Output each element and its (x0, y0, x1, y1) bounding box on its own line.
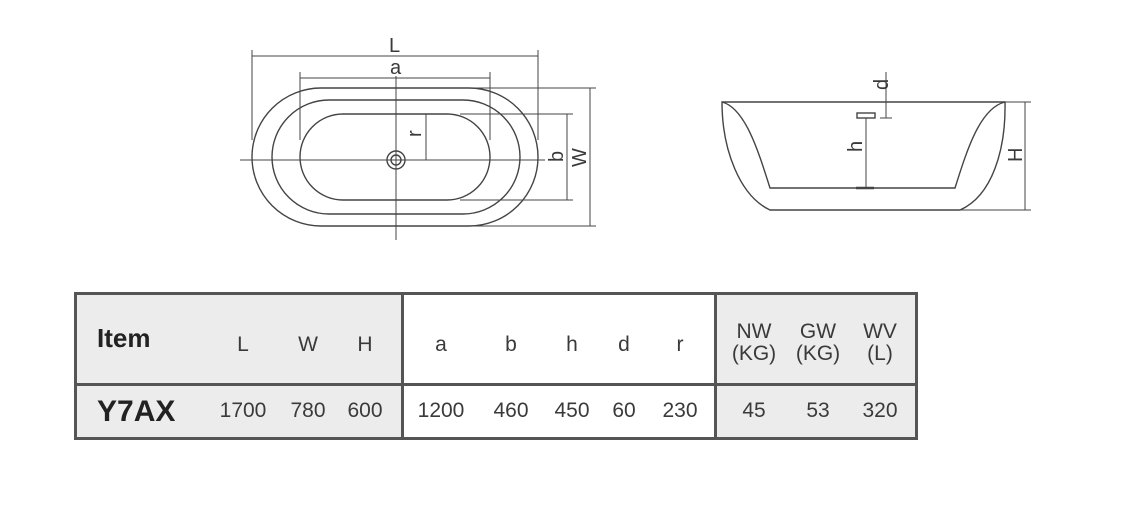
row-H: 600 (347, 399, 383, 423)
outer-rim-outline (251, 87, 539, 227)
dim-label-a: a (390, 57, 402, 79)
row-r: 230 (662, 399, 698, 423)
overflow-fitting (856, 112, 876, 119)
technical-drawings: L a r b W d h H (240, 35, 1031, 240)
header-nw-line1: NW (736, 319, 772, 343)
top-view-drawing (251, 87, 539, 227)
dim-label-h: h (845, 141, 867, 152)
row-model: Y7AX (97, 394, 176, 428)
basin-outline (299, 113, 491, 201)
dim-label-L: L (389, 35, 400, 57)
header-H: H (357, 332, 373, 356)
row-gw: 53 (806, 399, 830, 423)
side-view-drawing (721, 101, 1006, 211)
header-a: a (435, 332, 447, 356)
row-W: 780 (290, 399, 326, 423)
header-r: r (676, 332, 684, 356)
dim-label-W: W (569, 148, 591, 167)
header-gw: GW (KG) (785, 311, 851, 375)
header-item: Item (97, 323, 151, 354)
header-h: h (566, 332, 578, 356)
header-b: b (505, 332, 517, 356)
header-W: W (298, 332, 318, 356)
header-d: d (618, 332, 630, 356)
side-view-dimension-lines (865, 72, 1031, 211)
dim-label-d: d (871, 79, 893, 90)
section-divider-2 (714, 295, 717, 437)
row-L: 1700 (219, 399, 267, 423)
row-h: 450 (554, 399, 590, 423)
header-gw-line1: GW (799, 319, 837, 343)
header-divider (77, 383, 915, 386)
dim-label-b: b (546, 151, 568, 162)
row-wv: 320 (862, 399, 898, 423)
dim-label-H: H (1005, 148, 1027, 162)
dim-label-r: r (404, 130, 426, 137)
row-b: 460 (493, 399, 529, 423)
header-nw-line2: (KG) (731, 342, 777, 365)
header-wv-line1: WV (863, 319, 897, 343)
section-3-shade (717, 295, 915, 437)
row-a: 1200 (417, 399, 465, 423)
spec-table: Item L W H a b h d r NW (KG) GW (KG) WV … (74, 292, 918, 440)
header-gw-line2: (KG) (795, 342, 841, 365)
row-nw: 45 (742, 399, 766, 423)
header-wv-line2: (L) (867, 342, 893, 365)
header-nw: NW (KG) (721, 311, 787, 375)
section-1-shade (77, 295, 402, 437)
top-view-dimension-lines (240, 50, 596, 240)
section-divider-1 (401, 295, 404, 437)
row-d: 60 (612, 399, 636, 423)
header-wv: WV (L) (847, 311, 913, 375)
header-L: L (237, 332, 249, 356)
